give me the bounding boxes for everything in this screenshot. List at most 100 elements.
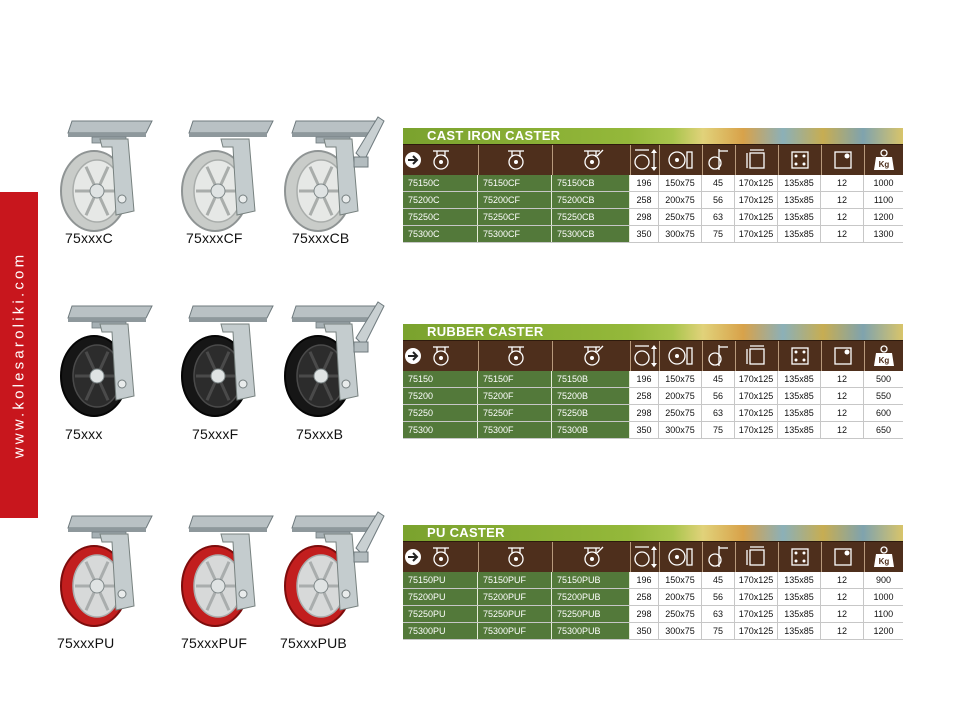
table-cell: 12 [821,422,864,438]
spec-icon-header-row: Kg [403,144,903,175]
iron-brake-caster-photo [284,116,385,232]
table-cell: 170x125 [735,405,778,421]
rubber-brake-caster-photo [284,301,385,417]
table-cell: 650 [864,422,903,438]
table-cell: 12 [821,405,864,421]
table-cell: 75250CF [478,209,552,225]
table-cell: 298 [630,209,659,225]
rubber-swivel-caster-photo [60,305,153,417]
caster-photo-wrapper [42,113,162,238]
table-cell: 135x85 [778,209,821,225]
swivel-caster-icon [403,341,478,371]
brake-caster-icon [552,341,630,371]
caster-model-label: 75xxxPUF [181,635,248,651]
load-height-icon [630,341,659,371]
caster-photo-wrapper [266,113,386,238]
caster-photo-wrapper [163,298,283,423]
table-cell: 12 [821,175,864,191]
table-cell: 250x75 [659,606,702,622]
section-title: CAST IRON CASTER [427,128,561,143]
swivel-radius-icon [702,542,735,572]
swivel-caster-icon [403,542,478,572]
fixed-caster-icon [478,341,552,371]
table-cell: 135x85 [778,422,821,438]
table-cell: 300x75 [659,623,702,639]
table-cell: 1300 [864,226,903,242]
table-cell: 75150C [403,175,478,191]
caster-photo-wrapper [266,508,386,633]
table-cell: 45 [702,175,735,191]
table-cell: 75150 [403,371,478,387]
caster-model-label: 75xxxC [65,230,113,246]
table-cell: 12 [821,226,864,242]
swivel-caster-icon [403,145,478,175]
table-cell: 135x85 [778,192,821,208]
table-cell: 150x75 [659,371,702,387]
table-cell: 75250CB [552,209,630,225]
table-cell: 63 [702,209,735,225]
table-cell: 12 [821,572,864,588]
table-cell: 170x125 [735,623,778,639]
table-cell: 75150CF [478,175,552,191]
caster-model-label: 75xxxCB [292,230,350,246]
pu-brake-caster-photo [284,511,385,627]
table-cell: 12 [821,589,864,605]
table-cell: 170x125 [735,572,778,588]
caster-model-label: 75xxxPU [57,635,115,651]
rubber-fixed-caster-photo [181,305,274,417]
table-cell: 300x75 [659,226,702,242]
pu-swivel-caster-photo [60,515,153,627]
table-cell: 75150PUB [552,572,630,588]
caster-photo-wrapper [163,508,283,633]
table-cell: 300x75 [659,422,702,438]
caster-model-label: 75xxx [65,426,103,442]
wheel-size-icon [659,145,702,175]
weight-capacity-icon: Kg [864,542,903,572]
table-cell: 900 [864,572,903,588]
caster-photo-wrapper [163,113,283,238]
arrow-right-icon [405,549,421,565]
brake-caster-icon [552,145,630,175]
table-cell: 1000 [864,175,903,191]
table-cell: 170x125 [735,388,778,404]
table-cell: 135x85 [778,405,821,421]
caster-photo-wrapper [266,298,386,423]
table-cell: 75300PUF [478,623,552,639]
bolt-hole-spacing-icon [778,542,821,572]
weight-icon-label: Kg [879,160,890,169]
table-cell: 75150F [478,371,552,387]
table-cell: 150x75 [659,175,702,191]
wheel-size-icon [659,341,702,371]
table-cell: 56 [702,388,735,404]
table-cell: 75150B [552,371,630,387]
table-cell: 75150PU [403,572,478,588]
caster-model-label: 75xxxF [192,426,239,442]
table-cell: 75300F [478,422,552,438]
table-cell: 196 [630,572,659,588]
table-cell: 1200 [864,209,903,225]
spec-icon-header-row: Kg [403,340,903,371]
brand-sidebar: www.kolesaroliki.com [0,192,38,518]
arrow-right-icon [405,348,421,364]
weight-capacity-icon: Kg [864,145,903,175]
website-url[interactable]: www.kolesaroliki.com [10,251,28,459]
table-cell: 170x125 [735,606,778,622]
table-cell: 135x85 [778,226,821,242]
table-cell: 258 [630,192,659,208]
table-cell: 75250C [403,209,478,225]
weight-icon-label: Kg [879,356,890,365]
table-cell: 196 [630,175,659,191]
table-cell: 170x125 [735,192,778,208]
table-cell: 12 [821,623,864,639]
load-height-icon [630,542,659,572]
